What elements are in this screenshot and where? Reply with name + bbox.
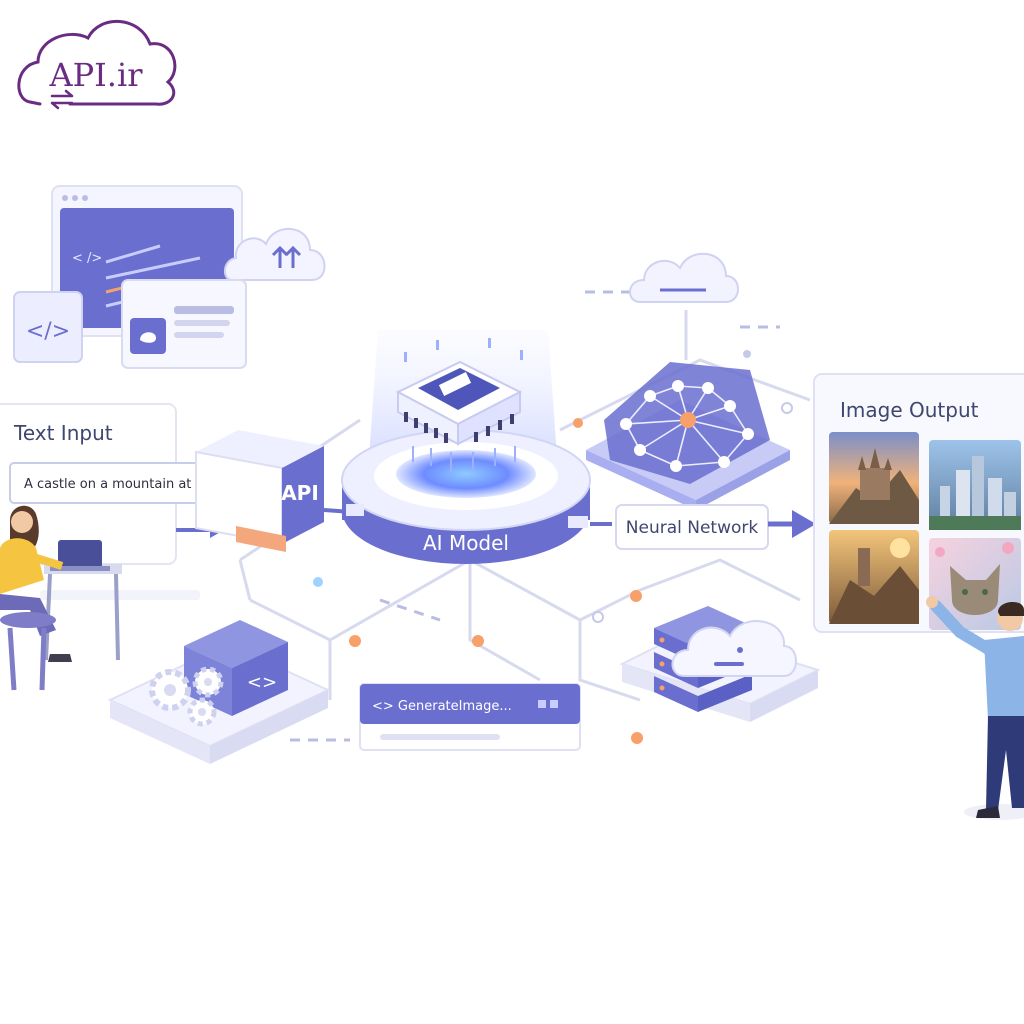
output-image-city — [929, 440, 1021, 530]
ai-model-core: AI Model — [341, 330, 591, 564]
output-image-castle — [829, 432, 919, 524]
chip-icon — [395, 360, 523, 446]
cloud-icon — [629, 252, 739, 303]
output-image-mountain-fort — [829, 530, 919, 624]
code-icon-card: </> — [13, 291, 83, 363]
person-pointing-illustration — [926, 596, 1024, 820]
api-label: API — [281, 481, 319, 505]
api-box: API — [195, 430, 353, 552]
server-cloud-stack — [619, 606, 821, 722]
code-bar: <> GenerateImage... — [359, 683, 581, 751]
logo-text: API.ir — [49, 56, 144, 94]
chat-card — [121, 279, 247, 369]
gear-icon — [149, 666, 224, 727]
prompt-text: A castle on a mountain at sunset — [24, 477, 239, 492]
code-bar-label: <> GenerateImage... — [372, 699, 512, 714]
neural-network-label-box: Neural Network — [590, 504, 816, 550]
connector-nodes — [313, 350, 793, 744]
code-icon: </> — [26, 319, 70, 344]
image-output-title: Image Output — [840, 398, 979, 422]
neural-network-label: Neural Network — [626, 518, 759, 538]
brand-logo[interactable]: API.ir — [17, 20, 177, 110]
text-input-title: Text Input — [13, 421, 113, 445]
ai-model-label: AI Model — [423, 531, 509, 555]
svg-text:<>: <> — [247, 672, 277, 693]
person-typing-illustration — [0, 505, 200, 691]
cloud-upload-icon — [224, 228, 326, 281]
swap-arrows-icon — [50, 89, 74, 110]
connector-dashes — [290, 290, 780, 742]
svg-text:< />: < /> — [72, 251, 102, 266]
neural-network-graph — [586, 362, 790, 510]
image-output-panel: Image Output — [813, 373, 1024, 633]
gears-module: <> — [107, 620, 331, 764]
output-image-cat — [929, 538, 1021, 630]
